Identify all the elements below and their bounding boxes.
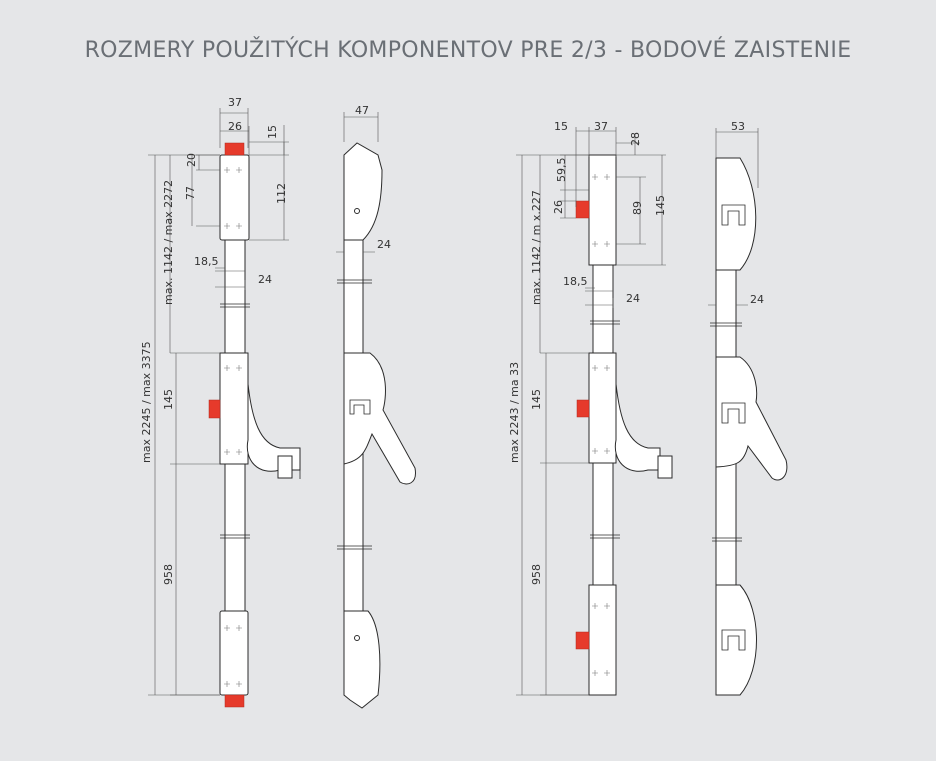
right-side-dims (708, 128, 759, 306)
dim-right-top-off: 28 (629, 132, 642, 146)
dim-left-lower-span: 958 (162, 564, 175, 585)
right-handle-knob (657, 455, 673, 479)
left-side-bottom-housing (343, 610, 381, 709)
dim-left-top-offset: 15 (266, 125, 279, 139)
dim-left-mid-height: 145 (162, 389, 175, 410)
right-front-view: 15 37 28 59,5 26 89 145 18,5 24 max. 114… (508, 120, 673, 696)
dim-right-h2: 26 (552, 200, 565, 214)
dim-left-top-h2: 77 (184, 186, 197, 200)
dim-left-top-width: 37 (228, 96, 242, 109)
right-side-view: 53 24 (708, 120, 788, 696)
left-bottom-screws (224, 625, 242, 687)
right-bottom-latch (575, 631, 590, 650)
dim-right-mid-height: 145 (530, 389, 543, 410)
left-top-screws (224, 167, 242, 229)
left-side-connectors (337, 279, 372, 550)
right-rod-connectors (590, 320, 620, 539)
right-bottom-screws (592, 603, 610, 676)
right-side-connectors (710, 322, 742, 542)
dim-left-side-width: 47 (355, 104, 369, 117)
right-side-bottom-housing (715, 584, 757, 696)
right-side-mid-housing (715, 356, 788, 481)
right-mid-lock-box (588, 352, 617, 464)
right-mid-screws (592, 365, 610, 454)
right-front-dims (516, 127, 666, 696)
dim-right-bar-depth: 24 (626, 292, 640, 305)
dim-left-inner-width: 26 (228, 120, 242, 133)
dim-right-span1: max. 1142 / m x.227 (530, 190, 543, 305)
left-side-mid-housing (343, 352, 416, 485)
dim-left-top-total: 112 (275, 183, 288, 204)
dim-left-top-h1: 20 (185, 153, 198, 167)
left-top-latch (224, 142, 245, 156)
left-side-top-housing (343, 142, 383, 241)
dim-right-off: 15 (554, 120, 568, 133)
right-top-lock-box (588, 154, 617, 266)
left-rod-connectors (220, 303, 250, 539)
dim-left-span-total: max 2245 / max 3375 (140, 341, 153, 463)
left-front-dims (148, 108, 289, 696)
dim-right-span-total: max 2243 / ma 33 (508, 362, 521, 463)
right-side-top-housing (715, 157, 757, 271)
left-mid-screws (224, 365, 242, 455)
left-side-mid-slot (349, 399, 371, 415)
left-side-bottom-pin (354, 635, 360, 641)
left-bottom-lock-box (219, 610, 249, 696)
dim-right-top-total: 145 (654, 195, 667, 216)
left-front-view: 37 26 15 20 77 112 18,5 24 max. 1142 / m… (140, 96, 301, 708)
dim-right-width: 37 (594, 120, 608, 133)
left-side-top-pin (354, 208, 360, 214)
dim-left-bar-width: 18,5 (194, 255, 219, 268)
left-mid-latch (208, 399, 221, 419)
right-side-bottom-slot (721, 629, 746, 651)
right-mid-latch (576, 399, 590, 418)
dim-right-h1: 59,5 (555, 158, 568, 183)
left-side-dims (336, 112, 379, 253)
right-top-latch (575, 200, 590, 219)
dim-right-side-depth: 24 (750, 293, 764, 306)
right-bottom-lock-box (588, 584, 617, 696)
dim-right-h3: 89 (631, 201, 644, 215)
right-side-top-slot (721, 204, 746, 226)
left-side-view: 47 24 (336, 104, 416, 709)
dim-left-side-depth: 24 (377, 238, 391, 251)
dim-right-bar-width: 18,5 (563, 275, 588, 288)
dim-right-lower-span: 958 (530, 564, 543, 585)
dim-left-span1: max. 1142 / max 2272 (162, 180, 175, 305)
dim-left-bar-depth: 24 (258, 273, 272, 286)
left-handle-knob (277, 455, 293, 479)
right-side-mid-slot (721, 402, 746, 424)
left-top-lock-box (219, 154, 250, 241)
left-bottom-latch (224, 694, 245, 708)
dim-right-side-width: 53 (731, 120, 745, 133)
left-mid-lock-box (219, 352, 249, 465)
diagram-title: ROZMERY POUŽITÝCH KOMPONENTOV PRE 2/3 - … (84, 38, 852, 63)
right-top-screws (592, 174, 610, 247)
right-handle (614, 383, 661, 472)
